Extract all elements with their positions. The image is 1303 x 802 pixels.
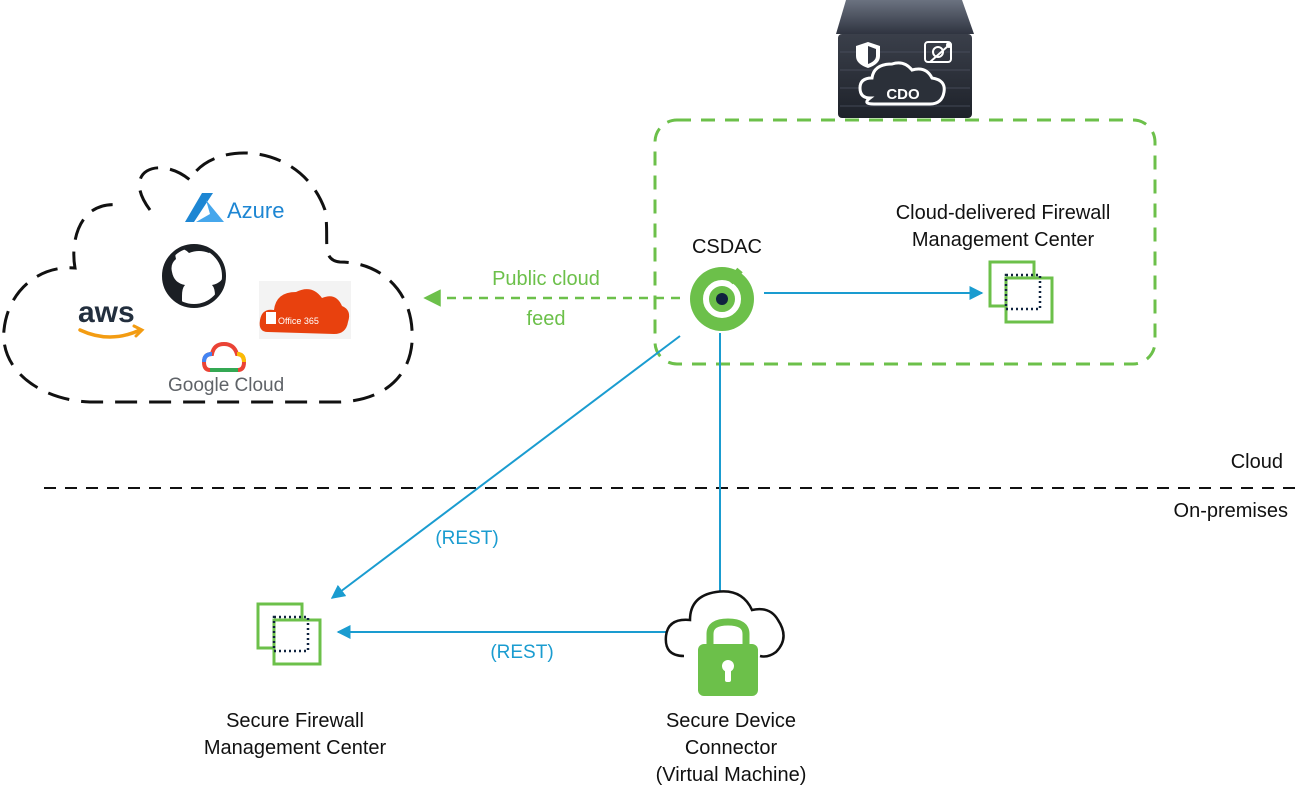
public-feed-label-line1: Public cloud bbox=[492, 268, 600, 290]
sdc-label-line1: Secure Device bbox=[666, 710, 796, 732]
shield-icon bbox=[856, 42, 880, 68]
google-cloud-logo-icon bbox=[201, 341, 247, 372]
sdc-label-line2: Connector bbox=[685, 737, 778, 759]
cdo-appliance-icon: CDO bbox=[836, 0, 974, 118]
office365-label: Office 365 bbox=[278, 316, 319, 326]
cdfmc-label-line2: Management Center bbox=[912, 229, 1095, 251]
fmc-window-icon bbox=[256, 602, 322, 666]
sync-icon bbox=[924, 41, 952, 63]
sdc-label-line3: (Virtual Machine) bbox=[656, 764, 807, 786]
google-cloud-label: Google Cloud bbox=[168, 375, 284, 396]
github-logo-icon bbox=[162, 244, 226, 308]
azure-logo-icon bbox=[185, 193, 224, 222]
azure-label: Azure bbox=[227, 198, 284, 223]
zone-onprem-label: On-premises bbox=[1174, 500, 1288, 522]
rest-label-sdc-fmc: (REST) bbox=[490, 642, 553, 663]
zone-cloud-label: Cloud bbox=[1231, 451, 1283, 473]
cdfmc-window-icon bbox=[988, 260, 1054, 324]
csdac-label: CSDAC bbox=[692, 236, 762, 258]
aws-label: aws bbox=[78, 296, 135, 329]
csdac-to-fmc-rest-arrow bbox=[330, 335, 681, 599]
aws-smile-icon bbox=[78, 328, 142, 339]
office365-logo-icon: Office 365 bbox=[259, 281, 351, 339]
public-feed-label-line2: feed bbox=[527, 308, 566, 330]
cloud-icon: CDO bbox=[858, 61, 946, 106]
rest-label-csdac-fmc: (REST) bbox=[435, 528, 498, 549]
cdo-badge-text: CDO bbox=[886, 86, 920, 103]
fmc-label-line1: Secure Firewall bbox=[226, 710, 364, 732]
fmc-label-line2: Management Center bbox=[204, 737, 387, 759]
sdc-cloud-lock-icon bbox=[664, 590, 785, 696]
public-cloud-providers bbox=[2, 151, 414, 404]
cloud-services-boundary bbox=[653, 118, 1157, 366]
cdfmc-label-line1: Cloud-delivered Firewall bbox=[896, 202, 1111, 224]
csdac-icon bbox=[690, 267, 754, 331]
